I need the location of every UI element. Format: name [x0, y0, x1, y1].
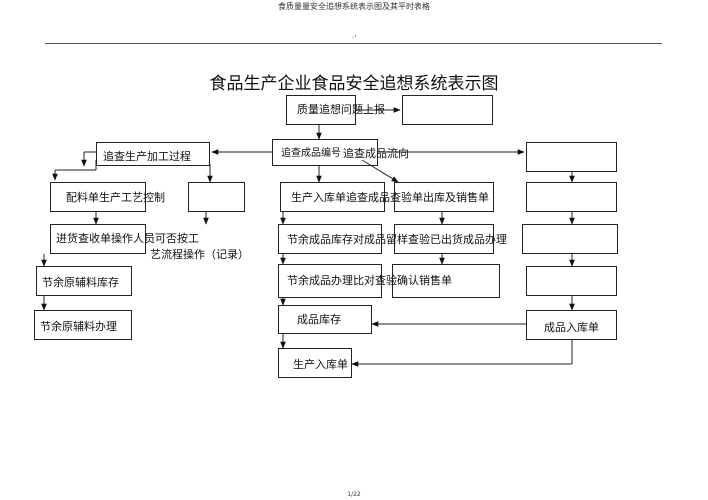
process-record-label: 艺流程操作（记录）: [150, 248, 249, 261]
purchase-check-label: 进货查收单操作人员可否按工: [56, 232, 199, 245]
material-handle-label: 节余原辅料办理: [40, 320, 117, 333]
header-mark: ·': [352, 34, 357, 42]
trace-flow-label: 追查成品流向: [343, 147, 409, 160]
sample-check-box: [394, 224, 494, 254]
empty-box-right-4: [526, 266, 617, 296]
trace-process-label: 追查生产加工过程: [103, 150, 191, 163]
leftover-stock-label: 节余成品库存对成品留样查验已出货成品办理: [287, 233, 507, 246]
trace-process-box: [96, 142, 210, 166]
quality-report-label: 质量追想问题上报: [297, 103, 385, 116]
quality-report-box: [286, 95, 356, 125]
trace-code-box: [272, 139, 378, 166]
leftover-stock-box: [278, 224, 382, 254]
product-inbound-slip-label: 成品入库单: [544, 321, 599, 334]
leftover-handle-label: 节余成品办理比对查验确认销售单: [287, 274, 452, 287]
product-stock-label: 成品库存: [297, 313, 341, 326]
purchase-check-box: [50, 224, 146, 254]
page-number: 1/22: [347, 491, 361, 498]
material-stock-label: 节余原辅料库存: [42, 276, 119, 289]
empty-box-right-3: [522, 224, 618, 254]
prod-inbound-slip-label: 生产入库单: [293, 358, 348, 371]
formula-control-box: [50, 182, 146, 212]
diagram-title: 食品生产企业食品安全追想系统表示图: [209, 74, 499, 94]
document-header: 食质量量安全追想系统表示图及其平时表格: [278, 2, 430, 11]
material-stock-box: [36, 266, 132, 296]
product-stock-box: [278, 305, 372, 334]
product-inbound-slip-box: [526, 310, 617, 340]
prod-inbound-check-box: [280, 182, 385, 212]
empty-box-right-1: [526, 142, 617, 172]
empty-box-top-right: [402, 95, 493, 125]
header-rule: [45, 43, 662, 44]
leftover-handle-box: [278, 264, 382, 298]
formula-control-label: 配料单生产工艺控制: [66, 191, 165, 204]
prod-inbound-slip-box: [278, 348, 352, 378]
confirm-sales-box: [392, 264, 500, 298]
sales-check-box: [394, 182, 494, 212]
prod-inbound-check-label: 生产入库单追查成品查验单出库及销售单: [291, 191, 489, 204]
trace-code-label: 追查成品编号: [281, 148, 341, 159]
empty-box-right-2: [526, 182, 617, 212]
material-handle-box: [34, 310, 132, 340]
empty-box-left-2: [188, 182, 245, 212]
